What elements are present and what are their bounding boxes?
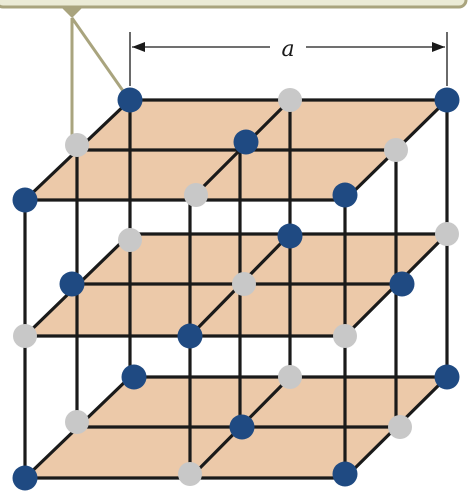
atom-large: [117, 87, 143, 113]
atom-large: [434, 364, 460, 390]
callout-line-diagonal: [70, 17, 130, 99]
atom-large: [233, 129, 259, 155]
callout-banner: [0, 0, 468, 9]
callout-pointer: [60, 6, 84, 18]
atom-large: [332, 182, 358, 208]
atom-small: [178, 462, 202, 486]
atom-large: [389, 271, 415, 297]
atom-large: [277, 223, 303, 249]
atoms: [12, 87, 460, 491]
atom-large: [229, 414, 255, 440]
atom-small: [278, 365, 302, 389]
atom-small: [333, 324, 357, 348]
atom-small: [232, 272, 256, 296]
atom-large: [434, 87, 460, 113]
dimension-arrow-left: [132, 42, 145, 52]
atom-large: [12, 465, 38, 491]
atom-small: [118, 228, 142, 252]
atom-large: [332, 461, 358, 487]
dimension-arrow-right: [432, 42, 445, 52]
atom-large: [59, 271, 85, 297]
atom-small: [388, 415, 412, 439]
atom-small: [184, 183, 208, 207]
dimension-label: a: [281, 37, 294, 62]
atom-small: [384, 138, 408, 162]
atom-large: [121, 364, 147, 390]
atom-small: [435, 222, 459, 246]
atom-small: [13, 324, 37, 348]
atom-large: [12, 187, 38, 213]
atom-small: [65, 410, 89, 434]
atom-small: [65, 133, 89, 157]
atom-large: [177, 323, 203, 349]
atom-small: [278, 88, 302, 112]
